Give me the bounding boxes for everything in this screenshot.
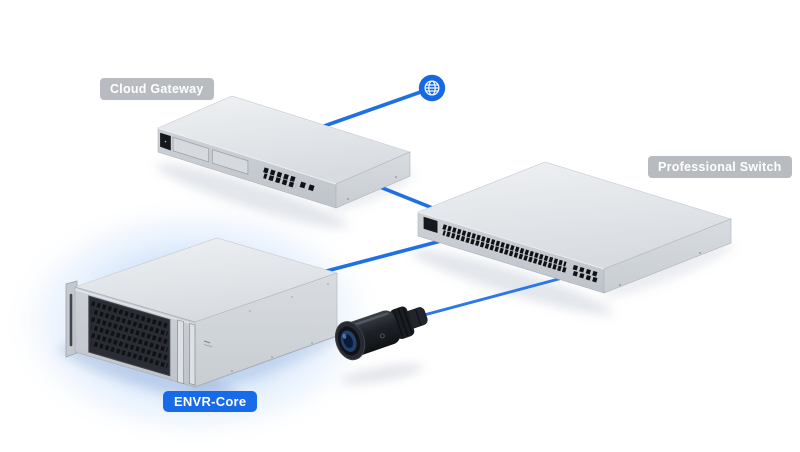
cloud-gateway-label: Cloud Gateway bbox=[100, 78, 214, 100]
mesh-row bbox=[90, 340, 169, 369]
camera-mount-ridge bbox=[402, 307, 414, 335]
envr-logo-mark bbox=[203, 340, 211, 344]
envr-front-edge-highlight bbox=[74, 288, 196, 326]
screw-dot bbox=[347, 198, 349, 200]
screw-dot bbox=[619, 284, 621, 286]
switch-sfp-ports bbox=[572, 264, 600, 277]
connection-switch-envr bbox=[313, 234, 462, 276]
screw-dot bbox=[291, 296, 293, 298]
switch-shadow bbox=[411, 249, 613, 315]
gateway-front-edge-highlight bbox=[157, 127, 337, 185]
screw-dot bbox=[249, 310, 251, 312]
camera-connector-ridge bbox=[414, 309, 422, 326]
envr-side-bottom-edge bbox=[194, 335, 338, 388]
gateway-ports-row bbox=[263, 173, 297, 189]
envr-handle-bar bbox=[177, 319, 184, 385]
switch-side-shadow bbox=[602, 242, 734, 298]
envr-mesh-grille bbox=[88, 295, 171, 377]
gateway-drive-bay bbox=[211, 149, 249, 175]
envr-mesh-pattern bbox=[90, 300, 169, 369]
switch-display bbox=[423, 216, 438, 233]
gateway-ports-row bbox=[263, 167, 297, 183]
connection-switch-camera bbox=[422, 275, 570, 317]
mesh-row bbox=[90, 332, 169, 361]
screw-dot bbox=[327, 283, 329, 285]
switch-ports-row bbox=[442, 230, 567, 273]
switch-ports-row bbox=[442, 224, 567, 267]
envr-core-label: ENVR-Core bbox=[163, 391, 258, 412]
gateway-side-face bbox=[335, 151, 411, 209]
camera-mount-ridge bbox=[397, 308, 409, 337]
screw-dot bbox=[395, 176, 397, 178]
screw-dot bbox=[699, 252, 701, 254]
envr-core-device bbox=[65, 237, 338, 388]
mesh-row bbox=[90, 308, 169, 337]
camera-shadow bbox=[340, 363, 424, 385]
mesh-row bbox=[90, 300, 169, 329]
professional-switch-label: Professional Switch bbox=[648, 156, 792, 178]
gateway-display-dot bbox=[164, 140, 167, 143]
screw-dot bbox=[231, 370, 233, 372]
envr-handle-bar bbox=[189, 322, 196, 386]
camera-body-logo bbox=[379, 333, 385, 339]
mesh-row bbox=[90, 316, 169, 345]
gateway-drive-bay bbox=[172, 136, 210, 163]
internet-globe-icon bbox=[418, 74, 446, 102]
professional-switch-device bbox=[417, 161, 732, 294]
connection-gateway-internet bbox=[308, 86, 434, 133]
camera-device bbox=[334, 306, 428, 361]
envr-logo-mark bbox=[203, 344, 213, 348]
screw-dot bbox=[311, 342, 313, 344]
gateway-sfp-ports bbox=[299, 181, 319, 193]
switch-sfp-ports bbox=[572, 270, 600, 283]
camera-mount-ridge bbox=[393, 310, 404, 338]
camera-lens-glint bbox=[342, 333, 347, 339]
mesh-row bbox=[90, 324, 169, 353]
switch-side-face bbox=[603, 218, 732, 294]
switch-front-edge-highlight bbox=[417, 211, 605, 270]
cloud-gateway-device bbox=[157, 95, 411, 209]
globe-glyph bbox=[424, 80, 440, 96]
gateway-shadow bbox=[156, 163, 348, 229]
screw-dot bbox=[271, 356, 273, 358]
